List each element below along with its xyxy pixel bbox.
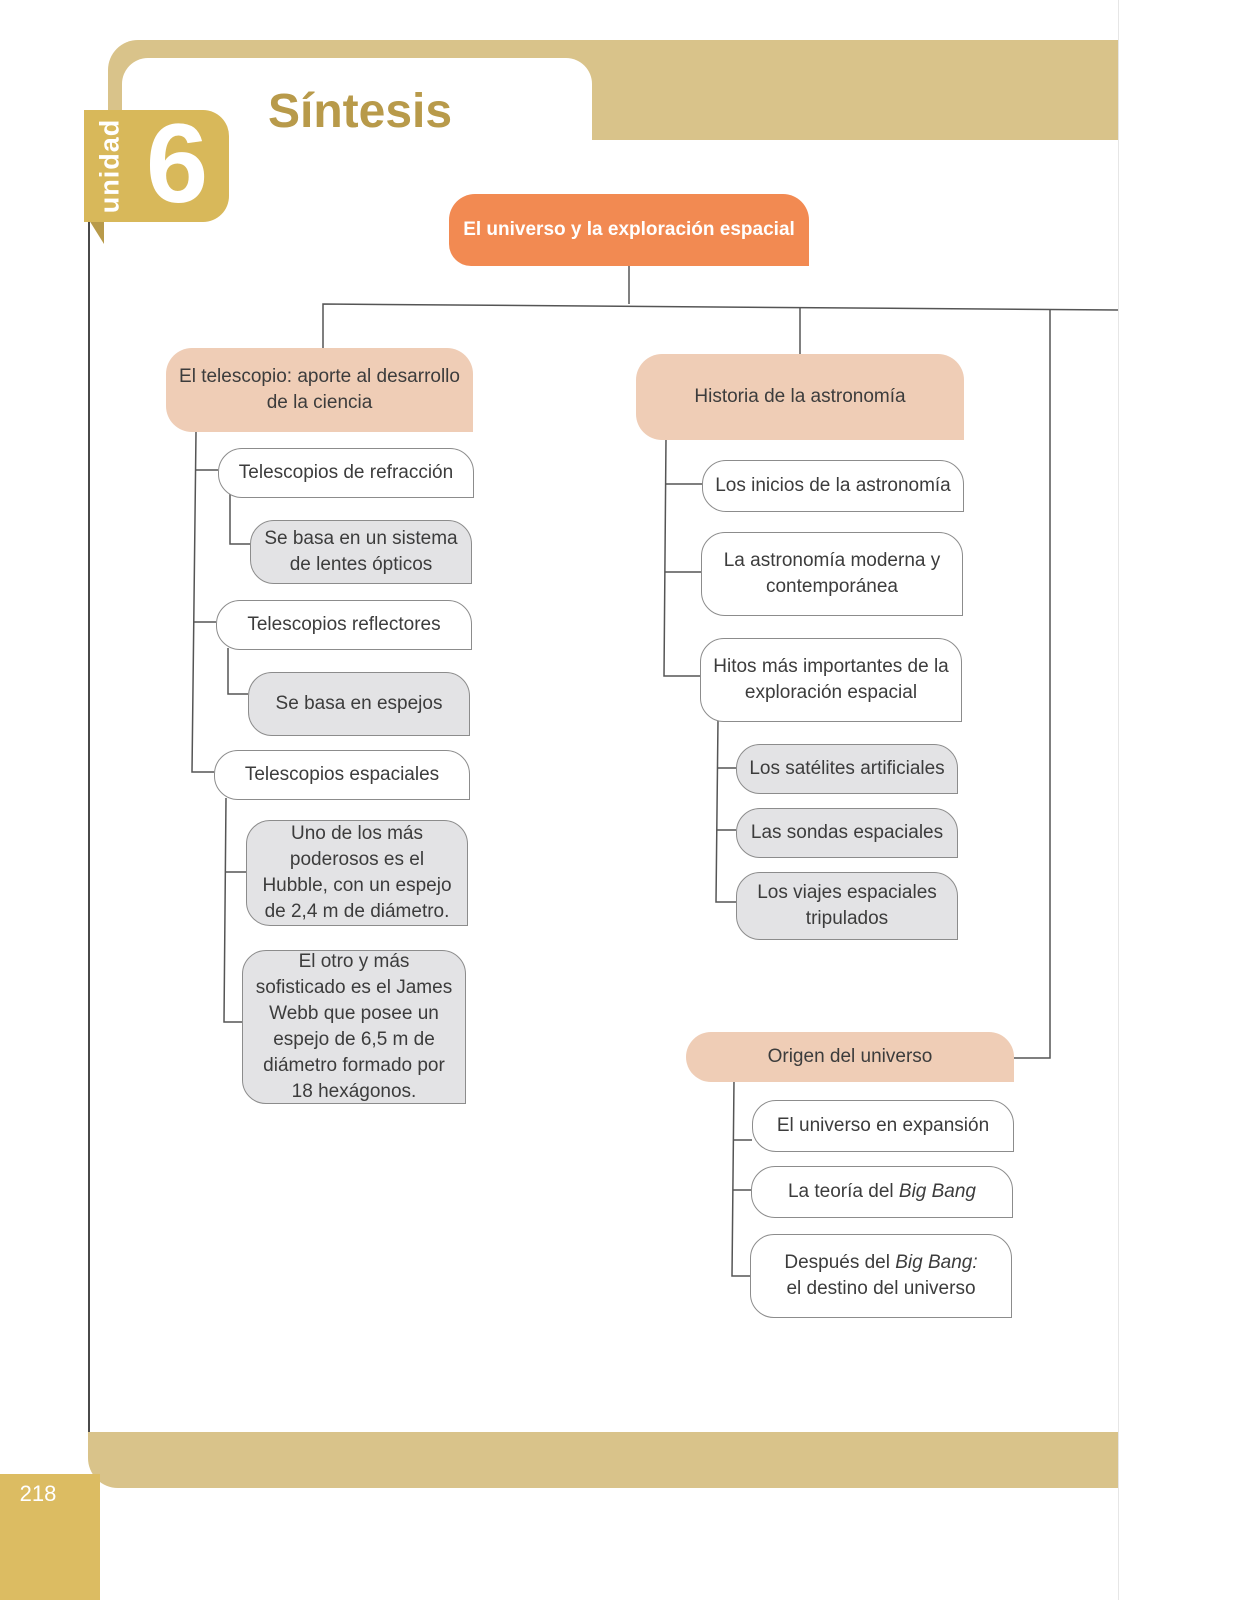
node-refraccion-detail: Se basa en un sistema de lentes ópticos	[250, 520, 472, 584]
node-teoria-big-bang: La teoría del Big Bang	[751, 1166, 1013, 1218]
node-hitos: Hitos más importantes de la exploración …	[700, 638, 962, 722]
node-viajes: Los viajes espaciales tripulados	[736, 872, 958, 940]
node-expansion: El universo en expansión	[752, 1100, 1014, 1152]
branch-telescopio: El telescopio: aporte al desarrollo de l…	[166, 348, 473, 432]
root-node: El universo y la exploración espacial	[449, 194, 809, 266]
node-moderna: La astronomía moderna y contemporánea	[701, 532, 963, 616]
node-despues-big-bang: Después del Big Bang:el destino del univ…	[750, 1234, 1012, 1318]
node-sondas: Las sondas espaciales	[736, 808, 958, 858]
footer-band	[88, 1432, 1118, 1488]
node-hubble: Uno de los más poderosos es el Hubble, c…	[246, 820, 468, 926]
node-reflectores-detail: Se basa en espejos	[248, 672, 470, 736]
branch-historia: Historia de la astronomía	[636, 354, 964, 440]
node-espaciales: Telescopios espaciales	[214, 750, 470, 800]
unit-badge	[84, 110, 229, 222]
node-inicios: Los inicios de la astronomía	[702, 460, 964, 512]
node-satelites: Los satélites artificiales	[736, 744, 958, 794]
node-james-webb: El otro y más sofisticado es el James We…	[242, 950, 466, 1104]
node-refraccion: Telescopios de refracción	[218, 448, 474, 498]
unit-number: 6	[145, 101, 209, 226]
branch-origen: Origen del universo	[686, 1032, 1014, 1082]
page-margin	[1118, 0, 1236, 1600]
node-reflectores: Telescopios reflectores	[216, 600, 472, 650]
page-number: 218	[0, 1474, 100, 1600]
page-title: Síntesis	[268, 85, 453, 138]
